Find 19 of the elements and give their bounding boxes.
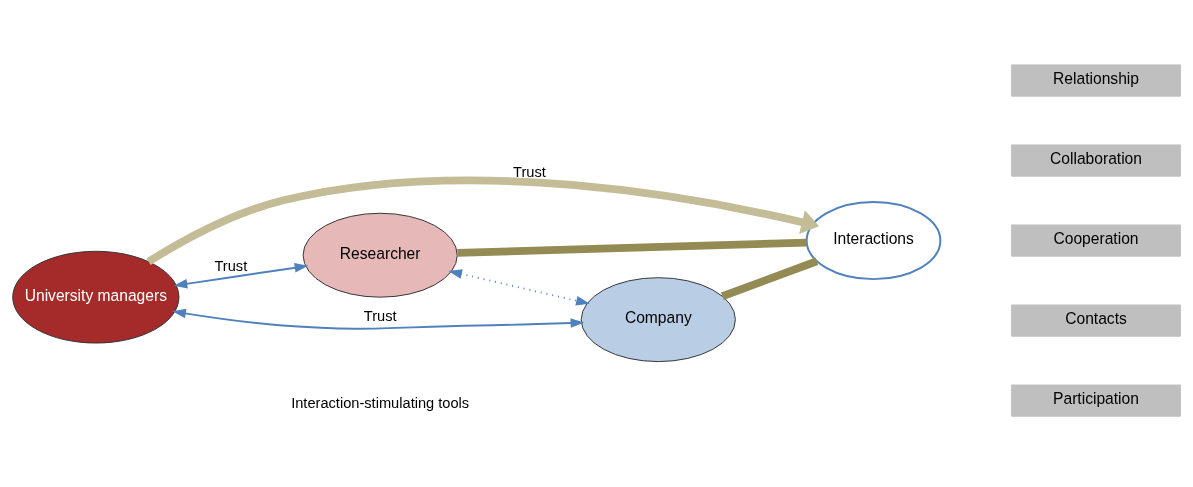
arrow: [146, 176, 820, 265]
node-box: Contacts: [1011, 304, 1181, 337]
node-ellipse: Company: [580, 277, 736, 363]
arrow: [173, 263, 309, 289]
node-ellipse: Interactions: [805, 201, 942, 281]
connector: [721, 257, 819, 300]
node-ellipse: Researcher: [302, 212, 458, 298]
label: Interaction-stimulating tools: [291, 394, 470, 411]
connector: [457, 238, 807, 257]
node-ellipse: University managers: [12, 250, 180, 344]
edge-label: Trust: [513, 164, 546, 181]
edge-label: Trust: [214, 257, 248, 274]
node-box: Collaboration: [1011, 144, 1181, 177]
arrow: [448, 269, 590, 306]
arrow: [172, 308, 585, 330]
node-box: Participation: [1011, 384, 1181, 417]
node-box: Cooperation: [1011, 224, 1181, 257]
edge-label: Trust: [363, 307, 397, 324]
node-box: Relationship: [1011, 64, 1181, 97]
